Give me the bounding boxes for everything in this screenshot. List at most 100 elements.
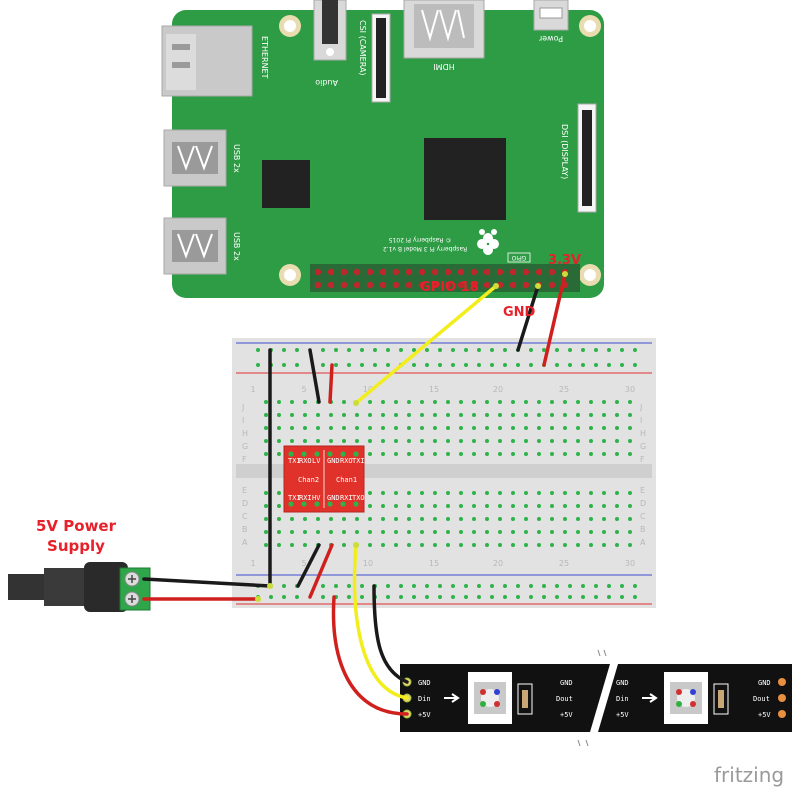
svg-text:25: 25: [559, 385, 569, 394]
rail-hole: [399, 348, 403, 352]
breadboard-hole: [498, 400, 502, 404]
breadboard-hole: [550, 517, 554, 521]
rail-hole: [282, 363, 286, 367]
rail-hole: [347, 595, 351, 599]
rail-hole: [451, 348, 455, 352]
rail-hole: [386, 595, 390, 599]
gpio-pin: [548, 281, 556, 289]
wire-red-ls-lv: [328, 363, 334, 404]
gpio-pin: [509, 281, 517, 289]
level-shifter-pin: [314, 451, 320, 457]
breadboard-hole: [381, 426, 385, 430]
breadboard-hole: [381, 439, 385, 443]
rail-hole: [295, 363, 299, 367]
breadboard-hole: [420, 400, 424, 404]
rail-hole: [412, 584, 416, 588]
breadboard-hole: [446, 400, 450, 404]
breadboard-hole: [472, 400, 476, 404]
svg-text:10: 10: [363, 385, 373, 394]
breadboard-hole: [576, 543, 580, 547]
breadboard-hole: [264, 530, 268, 534]
gpio-pin: [444, 281, 452, 289]
strip-out-gnd: GND: [560, 679, 573, 687]
breadboard-hole: [563, 439, 567, 443]
breadboard-hole: [394, 400, 398, 404]
breadboard-hole: [602, 426, 606, 430]
breadboard-hole: [420, 426, 424, 430]
strip-pad-out-dout: [778, 694, 786, 702]
rail-hole: [321, 584, 325, 588]
gpio-pin: [431, 281, 439, 289]
breadboard-hole: [602, 517, 606, 521]
breadboard-hole: [433, 426, 437, 430]
rail-hole: [633, 595, 637, 599]
breadboard-hole: [329, 530, 333, 534]
breadboard-hole: [628, 543, 632, 547]
breadboard-hole: [537, 504, 541, 508]
breadboard-hole: [381, 530, 385, 534]
breadboard-hole: [498, 452, 502, 456]
strip-in-5v-2: +5V: [616, 711, 629, 719]
gpio-pin: [522, 281, 530, 289]
breadboard-hole: [368, 400, 372, 404]
arrow-right-icon: [444, 693, 460, 703]
rail-hole: [516, 595, 520, 599]
breadboard-hole: [524, 491, 528, 495]
rail-hole: [399, 595, 403, 599]
rail-hole: [373, 363, 377, 367]
gpio-pin: [418, 281, 426, 289]
breadboard-hole: [576, 491, 580, 495]
breadboard-hole: [576, 426, 580, 430]
breadboard-hole: [394, 491, 398, 495]
svg-text:A: A: [242, 538, 248, 547]
rail-hole: [555, 595, 559, 599]
breadboard-hole: [589, 413, 593, 417]
rail-hole: [412, 348, 416, 352]
gpio-pin: [392, 268, 400, 276]
breadboard-hole: [303, 517, 307, 521]
rail-hole: [269, 595, 273, 599]
level-shifter-pin: [301, 501, 307, 507]
breadboard-hole: [290, 530, 294, 534]
gpio-pin: [548, 268, 556, 276]
breadboard-hole: [381, 491, 385, 495]
breadboard-hole: [615, 452, 619, 456]
camera-label: CSI (CAMERA): [358, 20, 367, 76]
breadboard-hole: [602, 543, 606, 547]
rail-hole: [503, 363, 507, 367]
usb-port-bottom: [163, 217, 227, 275]
ethernet-label: ETHERNET: [260, 36, 269, 79]
breadboard-hole: [277, 504, 281, 508]
svg-text:J: J: [241, 403, 244, 412]
breadboard-hole: [498, 530, 502, 534]
wire-end-caps: [255, 271, 568, 602]
breadboard-hole: [602, 530, 606, 534]
breadboard-hole: [615, 400, 619, 404]
breadboard-hole: [420, 530, 424, 534]
svg-text:GND: GND: [327, 494, 340, 502]
channel2-label: Chan2: [298, 476, 319, 484]
breadboard-hole: [342, 413, 346, 417]
breadboard-column-numbers-top: 1 5 10 15 20 25 30: [250, 385, 635, 394]
breadboard-hole: [433, 452, 437, 456]
rail-hole: [438, 348, 442, 352]
breadboard-hole: [485, 426, 489, 430]
breadboard-hole: [459, 530, 463, 534]
rail-hole: [568, 363, 572, 367]
gpio-pin: [340, 268, 348, 276]
breadboard-hole: [290, 413, 294, 417]
svg-text:I: I: [640, 416, 642, 425]
gpio-pin: [392, 281, 400, 289]
strip-pad-out-5v: [778, 710, 786, 718]
breadboard-hole: [563, 400, 567, 404]
breadboard-hole: [394, 504, 398, 508]
usb-controller-chip: [262, 160, 310, 208]
breadboard-hole: [550, 543, 554, 547]
breadboard-hole: [563, 413, 567, 417]
breadboard-hole: [628, 491, 632, 495]
led-pixel-2: [664, 672, 708, 724]
breadboard-hole: [589, 491, 593, 495]
breadboard-hole: [628, 400, 632, 404]
breadboard-hole: [446, 426, 450, 430]
